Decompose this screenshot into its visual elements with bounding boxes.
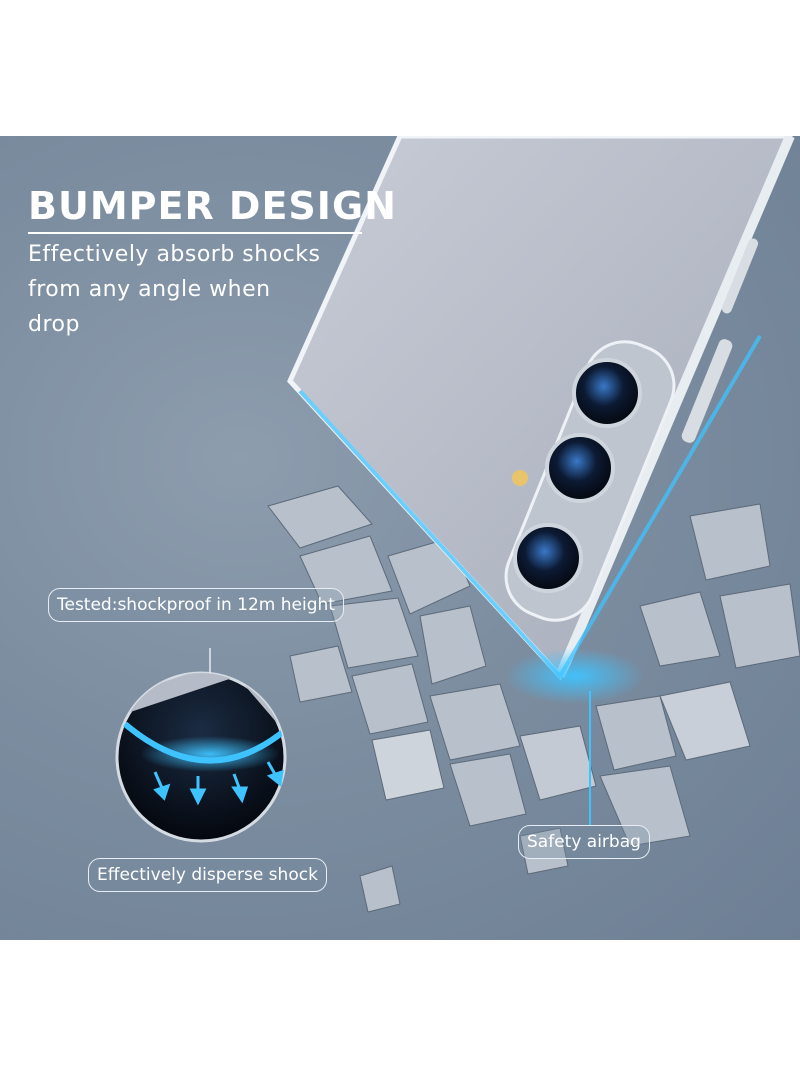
callout-disperse: Effectively disperse shock (88, 858, 327, 892)
disperse-inset (115, 671, 287, 843)
banner-title: BUMPER DESIGN (28, 184, 397, 228)
callout-safety-airbag: Safety airbag (518, 825, 650, 859)
title-underline (28, 232, 362, 234)
phone-case (287, 136, 795, 681)
product-scene (115, 136, 800, 913)
callout-tested: Tested:shockproof in 12m height (48, 588, 344, 622)
product-banner: BUMPER DESIGN Effectively absorb shocks … (0, 136, 800, 940)
banner-subtitle: Effectively absorb shocks from any angle… (28, 242, 321, 337)
arrow-down-icon (153, 761, 284, 806)
camera-module (504, 340, 676, 622)
shattered-floor (267, 485, 800, 913)
